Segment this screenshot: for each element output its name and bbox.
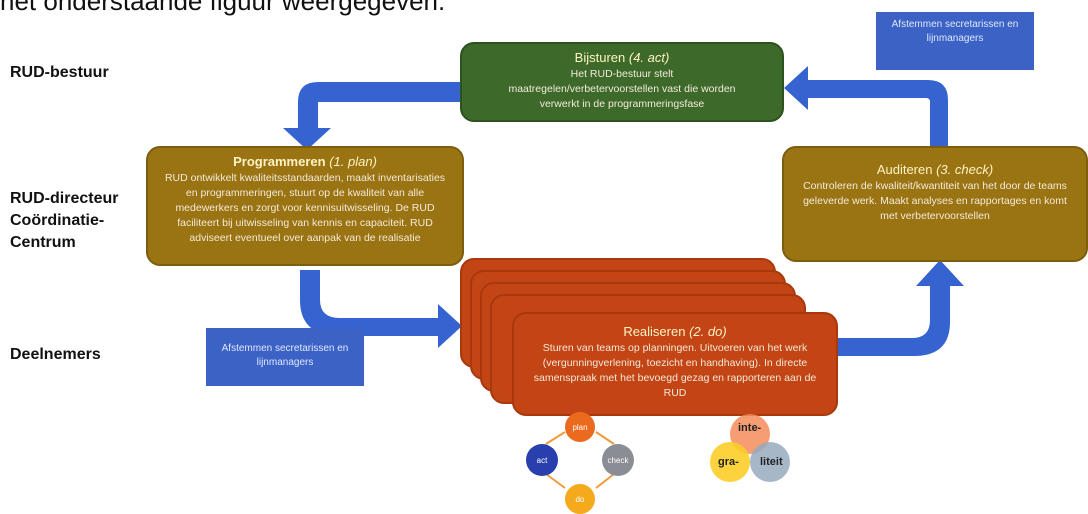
bijsturen-title-em: (4. act)	[628, 50, 670, 65]
box-programmeren: Programmeren (1. plan) RUD ontwikkelt kw…	[146, 146, 464, 266]
auditeren-title-em: (3. check)	[936, 162, 994, 177]
realiseren-title-em: (2. do)	[689, 324, 727, 339]
box-programmeren-title: Programmeren (1. plan)	[158, 154, 452, 169]
row-label-deelnemers: Deelnemers	[10, 346, 101, 363]
row-label-directeur-line1: RUD-directeur	[10, 190, 119, 207]
pdca-circle-do: do	[565, 484, 595, 514]
box-bijsturen-title: Bijsturen (4. act)	[472, 50, 772, 65]
programmeren-title-text: Programmeren	[233, 154, 326, 169]
box-auditeren-text: Controleren de kwaliteit/kwantiteit van …	[803, 180, 1067, 222]
auditeren-title-text: Auditeren	[876, 162, 933, 177]
pdca-circle-plan: plan	[565, 412, 595, 442]
box-realiseren-text: Sturen van teams op planningen. Uitvoere…	[533, 342, 817, 399]
realiseren-title-text: Realiseren	[623, 324, 686, 339]
box-bijsturen-text: Het RUD-bestuur stelt maatregelen/verbet…	[508, 68, 736, 110]
arrow-act-to-plan	[283, 82, 462, 150]
programmeren-title-em: (1. plan)	[329, 154, 377, 169]
pdca-circle-check: check	[602, 444, 634, 476]
venn-label-inte: inte-	[738, 422, 762, 434]
box-auditeren-title: Auditeren (3. check)	[794, 162, 1076, 177]
box-auditeren: Auditeren (3. check) Controleren de kwal…	[782, 146, 1088, 262]
row-label-directeur-line2: Coördinatie-	[10, 212, 105, 229]
note-afstemmen-bottom: Afstemmen secretarissen en lijnmanagers	[206, 328, 364, 386]
box-programmeren-text: RUD ontwikkelt kwaliteitsstandaarden, ma…	[164, 172, 446, 244]
arrow-do-to-check	[838, 260, 964, 356]
pdca-connectors	[545, 431, 615, 489]
page-heading: het onderstaande figuur weergegeven.	[0, 0, 446, 16]
pdca-circle-act: act	[526, 444, 558, 476]
venn-circle-liteit	[750, 442, 790, 482]
row-label-directeur: RUD-directeur Coördinatie- Centrum	[10, 188, 118, 254]
box-bijsturen: Bijsturen (4. act) Het RUD-bestuur stelt…	[460, 42, 784, 122]
bijsturen-title-text: Bijsturen	[574, 50, 626, 65]
venn-label-liteit: liteit	[760, 456, 783, 468]
arrow-check-to-act	[784, 66, 948, 150]
venn-label-gra: gra-	[718, 456, 739, 468]
note-afstemmen-top: Afstemmen secretarissen en lijnmanagers	[876, 12, 1034, 70]
row-label-directeur-line3: Centrum	[10, 234, 76, 251]
venn-circle-gra	[710, 442, 750, 482]
box-realiseren: Realiseren (2. do) Sturen van teams op p…	[512, 312, 838, 416]
row-label-bestuur: RUD-bestuur	[10, 64, 109, 81]
box-realiseren-title: Realiseren (2. do)	[524, 324, 826, 339]
